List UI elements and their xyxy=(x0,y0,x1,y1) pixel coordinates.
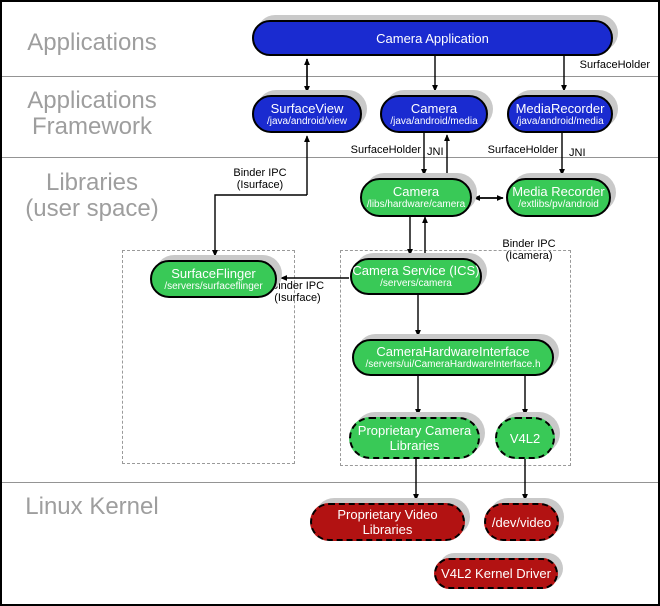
layer-label-text: Framework xyxy=(31,113,152,140)
node-title: MediaRecorder xyxy=(515,100,605,116)
node-mediarecorder-framework: MediaRecorder /java/android/media xyxy=(507,95,613,133)
node-subtitle: /servers/camera xyxy=(380,278,452,289)
label-binder-ipc-icamera: Binder IPC (Icamera) xyxy=(489,238,569,262)
divider-framework-libraries xyxy=(2,157,658,158)
label-surfaceholder-mediarecorder: SurfaceHolder xyxy=(487,144,558,156)
node-dev-video: /dev/video xyxy=(484,503,559,541)
node-subtitle: /servers/ui/CameraHardwareInterface.h xyxy=(365,359,541,370)
label-surfaceholder-camera: SurfaceHolder xyxy=(350,144,421,156)
node-subtitle: /java/android/media xyxy=(390,115,478,127)
label-binder-ipc-isurface-view: Binder IPC (Isurface) xyxy=(220,167,300,191)
layer-label-linux-kernel: Linux Kernel xyxy=(6,494,178,520)
divider-libraries-kernel xyxy=(2,482,658,483)
node-mediarecorder-lib: Media Recorder /extlibs/pv/android xyxy=(506,178,611,217)
node-title: Camera xyxy=(410,100,458,116)
node-camera-framework: Camera /java/android/media xyxy=(380,95,488,133)
node-title: SurfaceFlinger xyxy=(171,265,256,281)
node-title: Camera Service (ICS) xyxy=(352,263,480,278)
node-v4l2-kernel-driver: V4L2 Kernel Driver xyxy=(434,558,558,589)
label-surfaceholder-top: SurfaceHolder xyxy=(579,59,650,71)
node-subtitle: /libs/hardware/camera xyxy=(366,199,466,210)
label-line: Binder IPC xyxy=(502,238,556,250)
node-title: Media Recorder xyxy=(512,184,605,199)
divider-applications-framework xyxy=(2,76,658,77)
label-line: Binder IPC xyxy=(270,280,325,292)
layer-label-text: (user space) xyxy=(25,195,159,222)
node-proprietary-camera-libraries: Proprietary Camera Libraries xyxy=(349,417,480,459)
node-camera-lib: Camera /libs/hardware/camera xyxy=(360,178,472,217)
node-title: V4L2 xyxy=(509,430,541,446)
node-title: V4L2 Kernel Driver xyxy=(441,566,551,581)
node-v4l2: V4L2 xyxy=(495,417,555,459)
node-subtitle: /extlibs/pv/android xyxy=(518,199,599,210)
node-title: Camera xyxy=(392,184,440,199)
node-title: Proprietary Video Libraries xyxy=(337,507,438,537)
node-title: /dev/video xyxy=(491,514,552,530)
node-title: Camera Application xyxy=(376,30,489,46)
node-camera-application: Camera Application xyxy=(252,20,613,56)
label-line: (Isurface) xyxy=(236,179,284,191)
arrow-surfaceview-to-surfaceflinger xyxy=(212,194,307,257)
label-line: (Isurface) xyxy=(274,292,321,304)
layer-label-libraries: Libraries (user space) xyxy=(6,170,178,222)
layer-label-applications-framework: Applications Framework xyxy=(6,88,178,140)
surfaceflinger-process-boundary xyxy=(122,250,295,464)
node-title: Proprietary Camera Libraries xyxy=(357,423,472,453)
label-jni-mediarecorder: JNI xyxy=(569,147,586,159)
label-binder-ipc-isurface-service: Binder IPC (Isurface) xyxy=(255,280,340,304)
layer-label-applications: Applications xyxy=(6,30,178,56)
node-camera-service: Camera Service (ICS) /servers/camera xyxy=(350,258,482,295)
node-proprietary-video-libraries: Proprietary Video Libraries xyxy=(310,503,465,541)
node-title: CameraHardwareInterface xyxy=(376,344,530,359)
node-surfaceflinger: SurfaceFlinger /servers/surfaceflinger xyxy=(150,260,277,298)
node-camera-hardware-interface: CameraHardwareInterface /servers/ui/Came… xyxy=(352,339,554,376)
layer-label-text: Libraries xyxy=(45,169,139,196)
node-surfaceview: SurfaceView /java/android/view xyxy=(252,95,362,133)
node-title: SurfaceView xyxy=(270,100,344,116)
label-line: (Icamera) xyxy=(505,250,553,262)
label-jni-camera: JNI xyxy=(427,146,444,158)
node-subtitle: /java/android/media xyxy=(516,115,604,127)
label-line: Binder IPC xyxy=(233,167,287,179)
node-subtitle: /java/android/view xyxy=(266,115,348,127)
node-subtitle: /servers/surfaceflinger xyxy=(164,280,263,292)
layer-label-text: Applications xyxy=(27,87,157,114)
layer-label-text: Applications xyxy=(27,29,157,56)
layer-label-text: Linux Kernel xyxy=(25,493,159,520)
cameraservice-process-boundary xyxy=(340,250,571,466)
